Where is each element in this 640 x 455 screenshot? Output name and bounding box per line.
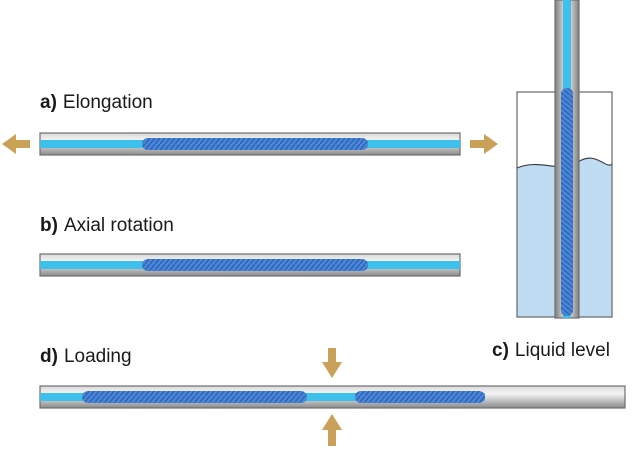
left-arrow-icon	[2, 134, 30, 154]
panel-d-key: d)	[40, 346, 58, 367]
panel-b-title: Axial rotation	[64, 215, 174, 236]
panel-c-key: c)	[492, 340, 509, 361]
panel-a-label: a) Elongation	[40, 92, 153, 113]
fiber-d-grating-2	[355, 391, 485, 403]
panel-b-label: b) Axial rotation	[40, 215, 174, 236]
fiber-d-grating-1	[82, 391, 307, 403]
fiber-d	[39, 385, 626, 409]
panel-axial-rotation: b) Axial rotation	[39, 215, 461, 277]
fiber-a	[39, 132, 461, 156]
fiber-a-grating	[142, 138, 368, 150]
right-arrow-icon	[470, 134, 498, 154]
panel-loading: d) Loading	[39, 346, 626, 446]
panel-a-key: a)	[40, 92, 57, 113]
panel-elongation: a) Elongation	[2, 92, 498, 156]
panel-d-title: Loading	[64, 346, 132, 367]
panel-b-key: b)	[40, 215, 58, 236]
down-arrow-icon	[322, 348, 342, 378]
fiber-c	[554, 0, 580, 319]
panel-d-label: d) Loading	[40, 346, 132, 367]
fiber-c-grating	[561, 88, 573, 316]
fiber-b	[39, 253, 461, 277]
panel-c-title: Liquid level	[515, 340, 610, 361]
panel-a-title: Elongation	[63, 92, 153, 113]
panel-liquid-level: c) Liquid level	[492, 0, 613, 361]
up-arrow-icon	[322, 414, 342, 446]
fiber-b-grating	[142, 259, 368, 271]
panel-c-label: c) Liquid level	[492, 340, 610, 361]
